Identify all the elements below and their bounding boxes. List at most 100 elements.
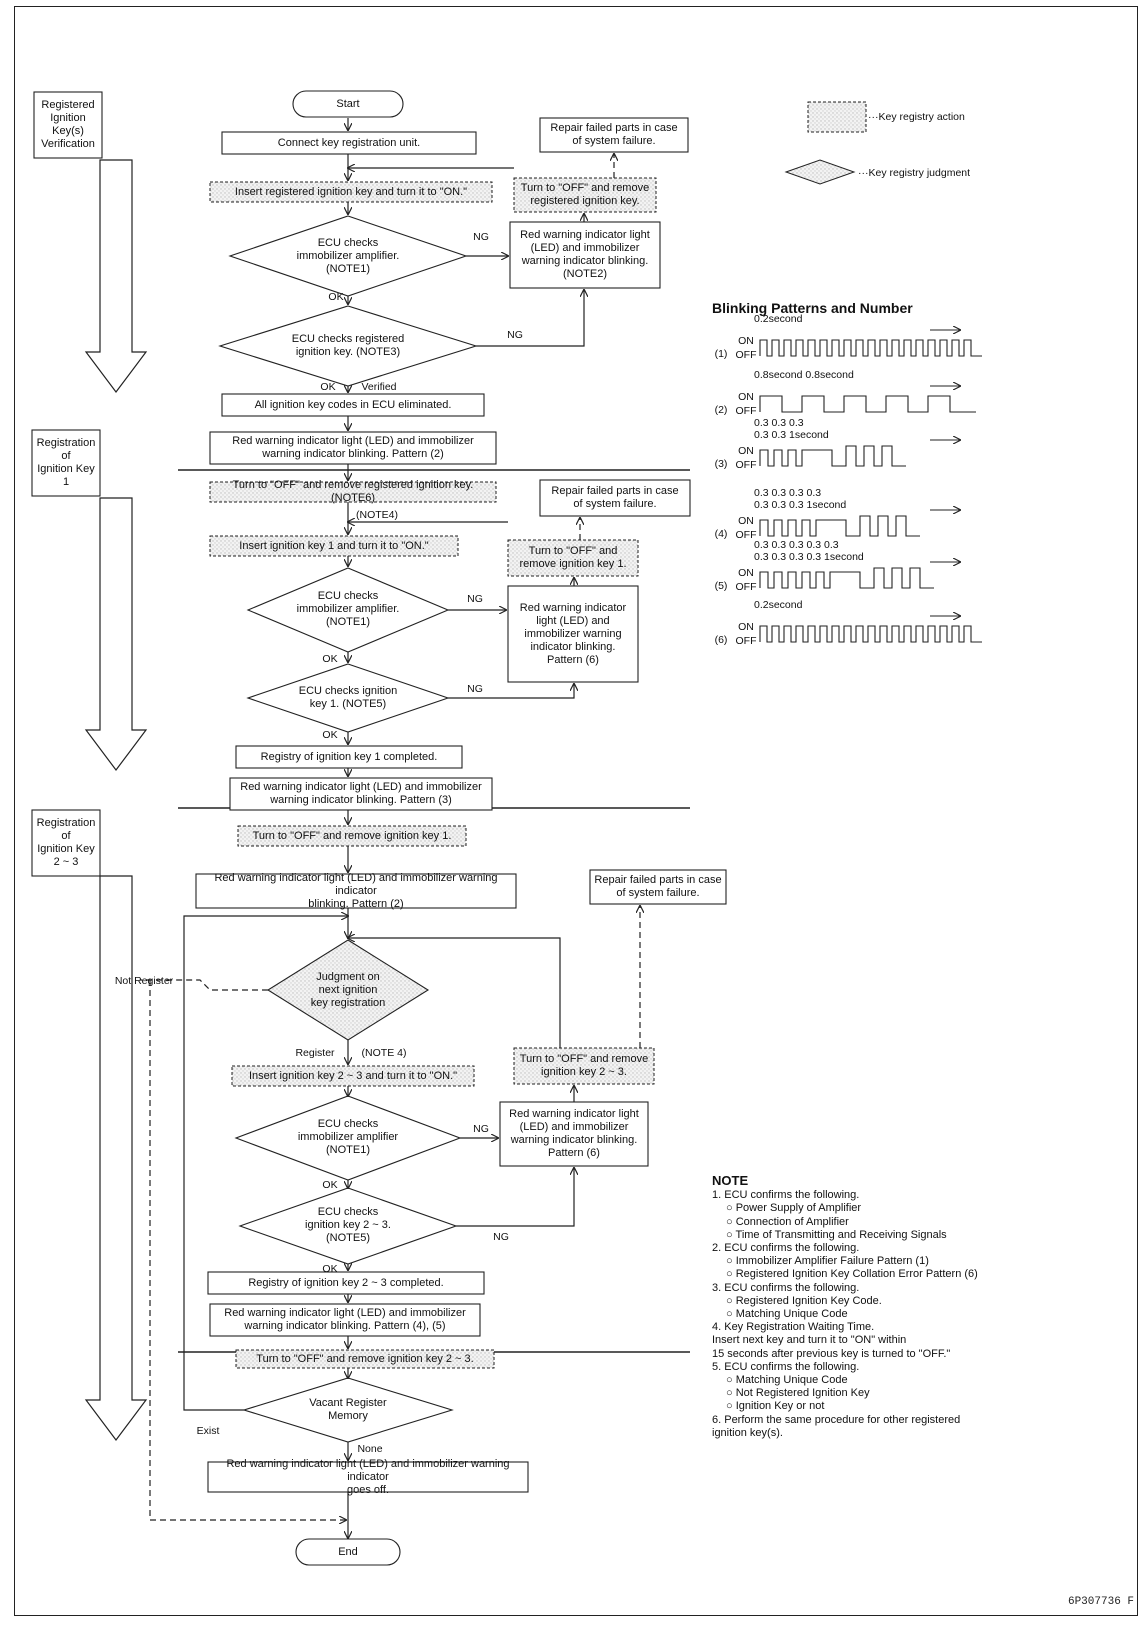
repair-1-box	[539, 117, 689, 153]
blinking-wave-1	[759, 339, 982, 357]
blinking-title: Blinking Patterns and Number	[712, 300, 913, 316]
ecu-amp-1-label: ECU checks immobilizer amplifier. (NOTE1…	[296, 236, 400, 275]
note-subitem: Power Supply of Amplifier	[726, 1202, 1132, 1215]
turn-off-remove-note6-box	[209, 481, 497, 503]
turn-off-registered-label: Turn to "OFF" and remove registered igni…	[520, 182, 650, 207]
blinking-on-6: ON	[738, 621, 754, 633]
blinking-wave-4	[759, 515, 920, 537]
repair-3-box	[589, 869, 727, 905]
blinking-num-2: (2)	[714, 404, 728, 416]
section-arrow-reg23	[84, 875, 148, 1441]
blinking-off-2: OFF	[735, 405, 757, 417]
ok-label-4: OK	[322, 729, 338, 741]
turn-off-key23-main-box	[235, 1349, 495, 1369]
red-pattern2-b-box	[195, 873, 517, 909]
red-pattern2-b-label: Red warning indicator light (LED) and im…	[214, 871, 498, 910]
note-item-3: 3. ECU confirms the following.	[712, 1281, 860, 1294]
turn-off-key23-box	[513, 1047, 655, 1085]
goes-off-label: Red warning indicator light (LED) and im…	[226, 1457, 510, 1496]
ng-label-4: NG	[467, 683, 483, 695]
edge-judgment-notregister	[140, 979, 268, 991]
section-arrow-verify	[84, 159, 148, 393]
blinking-wave-6	[759, 625, 982, 643]
verified-label: Verified	[361, 381, 397, 393]
note-subitem: Connection of Amplifier	[726, 1216, 1132, 1229]
blinking-on-3: ON	[738, 445, 754, 457]
red-pattern3-label: Red warning indicator light (LED) and im…	[240, 781, 482, 806]
section-reg23-label: Registration of Ignition Key 2 ~ 3	[36, 817, 96, 868]
blinking-num-1: (1)	[714, 348, 728, 360]
turn-off-remove-key1-label: Turn to "OFF" and remove ignition key 1.	[252, 829, 452, 842]
turn-off-remove-key1-box	[237, 825, 467, 847]
blinking-on-2: ON	[738, 391, 754, 403]
blinking-num-3: (3)	[714, 458, 728, 470]
ecu-key23-label: ECU checks ignition key 2 ~ 3. (NOTE5)	[305, 1206, 391, 1245]
ok-label-1: OK	[328, 291, 344, 303]
edge-key1-ng	[448, 684, 574, 699]
not-register-label: Not Register	[114, 975, 174, 987]
ok-label-3: OK	[322, 653, 338, 665]
turn-off-key23-label: Turn to "OFF" and remove ignition key 2 …	[519, 1053, 649, 1078]
eliminated-label: All ignition key codes in ECU eliminated…	[254, 398, 452, 411]
red-note2-box	[509, 221, 661, 289]
note-subitem: Registered Ignition Key Code.	[726, 1295, 1132, 1308]
repair-2-box	[539, 479, 691, 517]
insert-key23-box	[231, 1065, 475, 1087]
ecu-amp-3-label: ECU checks immobilizer amplifier (NOTE1)	[297, 1118, 399, 1157]
note-item-1: 1. ECU confirms the following.	[712, 1189, 860, 1202]
vacant-label: Vacant Register Memory	[309, 1396, 387, 1422]
note-subitem: Time of Transmitting and Receiving Signa…	[726, 1229, 1132, 1242]
note-item-6: 6. Perform the same procedure for other …	[712, 1413, 961, 1439]
notes-title: NOTE	[712, 1173, 749, 1188]
note-item-4: 4. Key Registration Waiting Time. Insert…	[712, 1321, 951, 1360]
note-subitem: Not Registered Ignition Key	[726, 1387, 1132, 1400]
repair-3-label: Repair failed parts in case of system fa…	[594, 874, 722, 899]
blinking-off-6: OFF	[735, 635, 757, 647]
edge-vacant-exist	[183, 916, 348, 1411]
registry-key23-box	[207, 1271, 485, 1295]
goes-off-box	[207, 1461, 529, 1493]
ng-label-5: NG	[473, 1123, 489, 1135]
legend-action-label: ···Key registry action	[868, 111, 965, 123]
eliminated-box	[221, 393, 485, 417]
blinking-timing-6: 0.2second	[754, 599, 803, 611]
note-subitem: Immobilizer Amplifier Failure Pattern (1…	[726, 1255, 1132, 1268]
section-reg1-box	[31, 429, 101, 497]
insert-registered-box	[209, 181, 493, 203]
note-subitem: Matching Unique Code	[726, 1374, 1132, 1387]
edge-key23-ng	[456, 1168, 574, 1227]
red-pattern6-b-label: Red warning indicator light (LED) and im…	[509, 1108, 639, 1159]
end-label: End	[338, 1545, 358, 1558]
turn-off-key23-main-label: Turn to "OFF" and remove ignition key 2 …	[256, 1352, 474, 1365]
ecu-reg-key-label: ECU checks registered ignition key. (NOT…	[291, 333, 405, 358]
red-pattern2-a-label: Red warning indicator light (LED) and im…	[232, 435, 474, 460]
end-terminal	[295, 1538, 401, 1566]
ng-label-2: NG	[507, 329, 523, 341]
blinking-timing-5: 0.3 0.3 0.3 0.3 0.3 0.3 0.3 0.3 0.3 1sec…	[754, 539, 864, 563]
section-reg1-label: Registration of Ignition Key 1	[36, 437, 96, 488]
edge-notregister-end	[149, 980, 346, 1520]
legend-action-swatch	[807, 101, 867, 133]
repair-2-label: Repair failed parts in case of system fa…	[551, 485, 679, 510]
blinking-on-5: ON	[738, 567, 754, 579]
ok-label-5: OK	[322, 1179, 338, 1191]
note-subitem: Matching Unique Code	[726, 1308, 1132, 1321]
turn-off-remove-note6-label: Turn to "OFF" and remove registered igni…	[232, 479, 474, 504]
turn-off-key1-label: Turn to "OFF" and remove ignition key 1.	[519, 545, 627, 570]
note-item-5: 5. ECU confirms the following.	[712, 1360, 860, 1373]
blinking-num-6: (6)	[714, 634, 728, 646]
none-label: None	[357, 1443, 383, 1455]
blinking-timing-2: 0.8second 0.8second	[754, 369, 854, 381]
red-pattern45-label: Red warning indicator light (LED) and im…	[224, 1307, 466, 1332]
edge-turnoff23-loop	[348, 938, 561, 1048]
blinking-num-5: (5)	[714, 580, 728, 592]
ecu-key1-label: ECU checks ignition key 1. (NOTE5)	[298, 684, 398, 710]
insert-key23-label: Insert ignition key 2 ~ 3 and turn it to…	[248, 1069, 458, 1082]
page-code: 6P307736 F	[1067, 1596, 1134, 1608]
edge-regkey-ng	[476, 290, 584, 347]
red-pattern6-a-label: Red warning indicator light (LED) and im…	[519, 601, 627, 666]
connect-box	[221, 131, 477, 155]
red-pattern2-a-box	[209, 431, 497, 465]
